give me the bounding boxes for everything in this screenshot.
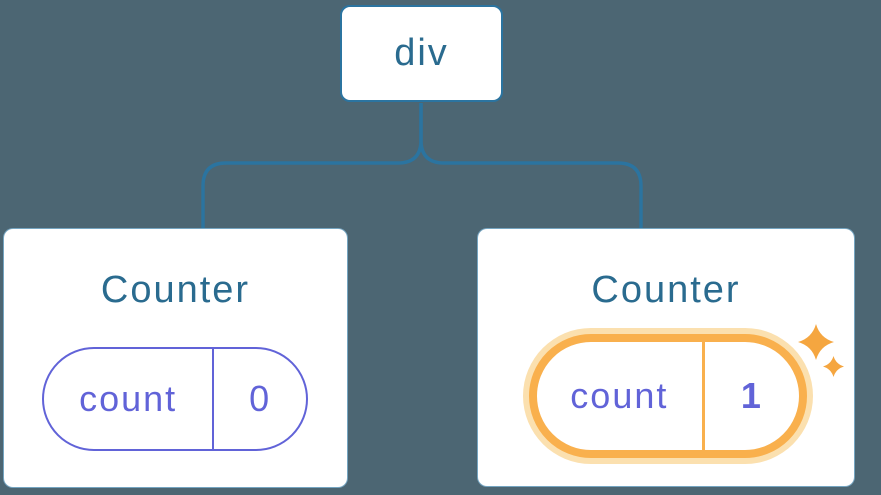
state-pill-right-highlighted: count 1 [529, 334, 807, 458]
connector-left-branch [201, 103, 423, 229]
root-node: div [340, 5, 503, 102]
state-value-right: 1 [740, 375, 763, 416]
connector-right-branch [419, 103, 643, 229]
state-key-right: count [537, 342, 705, 450]
root-node-label: div [394, 32, 449, 74]
sparkle-large-icon [798, 324, 834, 360]
counter-title-left: Counter [100, 269, 251, 311]
sparkles-icon [798, 324, 844, 377]
sparkle-small-icon [823, 356, 844, 377]
state-value-left: 0 [249, 378, 272, 419]
counter-title-right: Counter [591, 269, 741, 311]
state-pill-left: count 0 [42, 347, 308, 451]
state-key-left: count [44, 349, 215, 449]
